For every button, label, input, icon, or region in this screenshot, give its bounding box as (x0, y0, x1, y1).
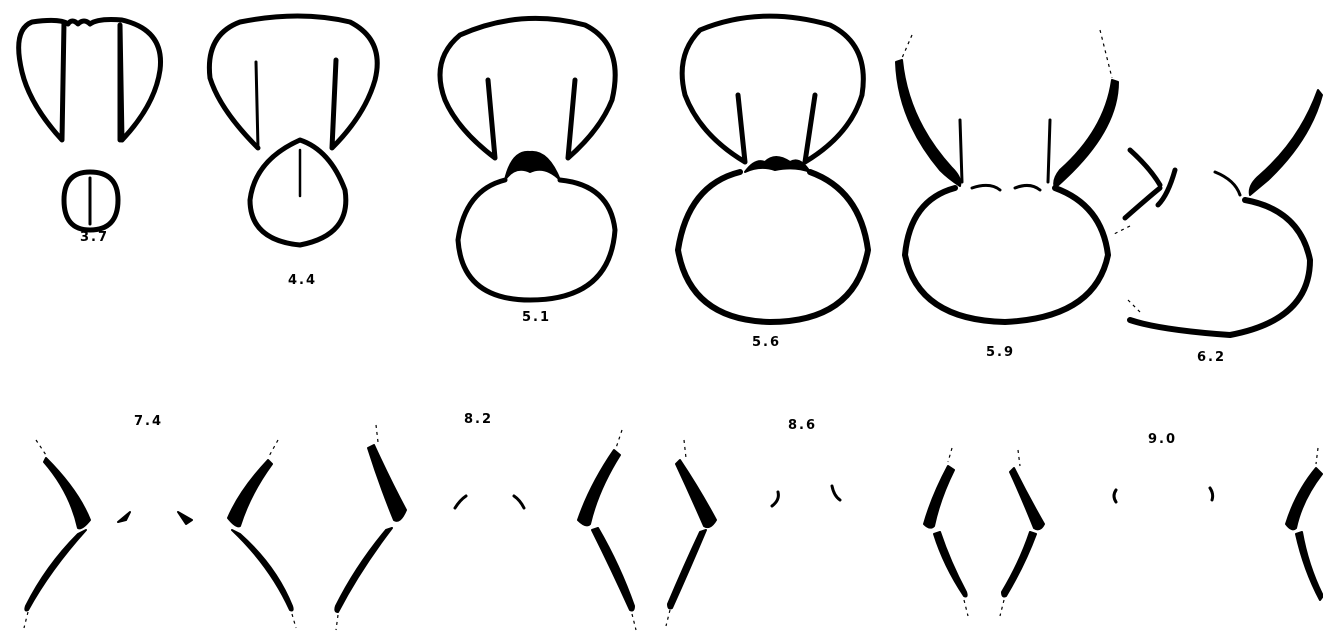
stage-label-4-4: 4.4 (288, 273, 317, 288)
stage-label-7-4: 7.4 (134, 414, 163, 429)
stage-5-1-section (440, 18, 615, 300)
stage-7-4-section (24, 425, 406, 630)
stage-4-4-section (209, 16, 377, 245)
stage-label-3-7: 3.7 (80, 230, 109, 245)
stage-label-8-6: 8.6 (788, 418, 817, 433)
stage-label-5-9: 5.9 (986, 345, 1015, 360)
stage-3-7-section (19, 20, 161, 231)
stage-label-5-6: 5.6 (752, 335, 781, 350)
stage-5-9-section (896, 30, 1118, 322)
stage-6-2-section (1112, 90, 1322, 335)
stage-9-0-section (1114, 448, 1323, 600)
stage-label-8-2: 8.2 (464, 412, 493, 427)
stage-label-6-2: 6.2 (1197, 350, 1226, 365)
stage-5-6-section (678, 16, 868, 322)
stage-label-9-0: 9.0 (1148, 432, 1177, 447)
stage-label-5-1: 5.1 (522, 310, 551, 325)
stage-8-2-section (455, 430, 716, 630)
stage-8-6-section (772, 448, 1044, 616)
